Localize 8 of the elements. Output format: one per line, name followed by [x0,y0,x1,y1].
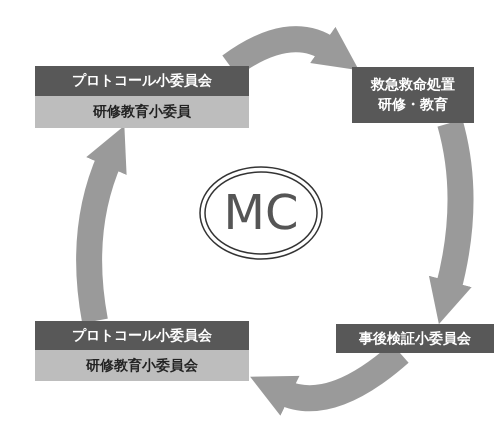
committee-band: 研修教育小委員会 [35,350,249,381]
process-box: 事後検証小委員会 [336,324,494,353]
center-label: MC [224,185,298,241]
committee-band: プロトコール小委員会 [35,66,249,96]
center-ellipse [199,166,323,260]
process-box: 救急救命処置研修・教育 [352,67,474,123]
committee-band: プロトコール小委員会 [35,321,249,350]
committee-band: 研修教育小委員 [35,96,249,128]
